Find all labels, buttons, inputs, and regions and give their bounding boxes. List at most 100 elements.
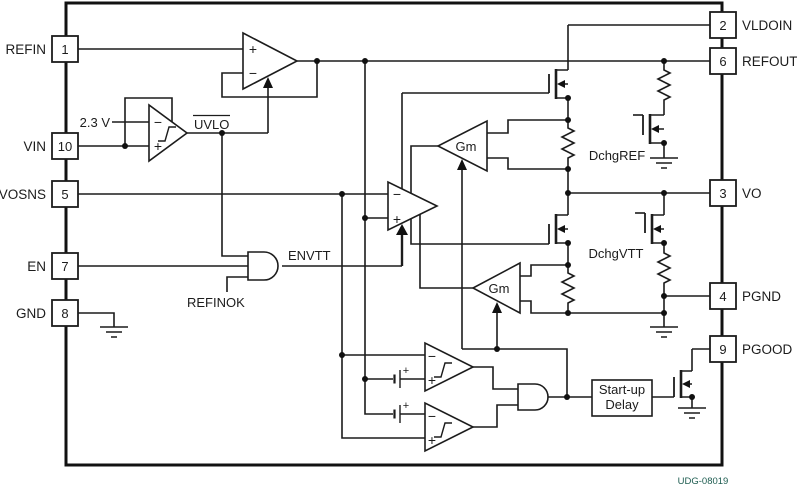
refinok-stub-wire <box>226 276 248 292</box>
pin-box-refin <box>51 35 79 63</box>
pgood-and-gate <box>517 383 549 411</box>
startup-delay-label-line1: Start-up <box>599 382 645 397</box>
pgood-fet <box>673 370 692 398</box>
wires <box>78 24 710 439</box>
uvlo-plus-marker: + <box>154 138 162 154</box>
pin-label-refout: REFOUT <box>742 54 797 69</box>
pin-box-gnd <box>51 299 79 327</box>
lower-comp-plus-marker: + <box>428 432 436 448</box>
vtt-sink-sense-resistor <box>560 269 576 307</box>
pin-number: 10 <box>58 139 72 154</box>
uvlo-minus-marker: − <box>154 114 162 130</box>
buffer-minus-marker: − <box>249 65 257 81</box>
gm-up-enable-arrow-icon <box>457 159 467 170</box>
pgood-comparator-lower <box>424 401 475 453</box>
figure-caption: UDG-08019 <box>678 476 729 486</box>
ic-boundary-box <box>64 1 724 467</box>
vtt-sink-fet <box>548 214 568 244</box>
upper-comp-out-wire <box>473 366 518 390</box>
pin-number: 2 <box>719 18 726 33</box>
upper-comp-plus-marker: + <box>428 372 436 388</box>
junction-dots <box>122 58 695 400</box>
hysteresis-icons <box>158 126 452 438</box>
gnd-symbol-icon <box>678 407 706 419</box>
gm-up-sense-top-wire <box>487 119 568 134</box>
buffer-plus-marker: + <box>249 41 257 57</box>
refinok-label: REFINOK <box>187 295 245 310</box>
ref-column-wire <box>364 61 393 415</box>
dchgvtt-fet <box>635 212 664 244</box>
gnd-symbol-icon <box>650 157 678 169</box>
uvlo-to-and-wire <box>221 133 248 257</box>
envtt-and-gate <box>247 251 279 281</box>
fet-body-arrow-icon <box>653 225 661 233</box>
pin-box-pgnd <box>709 282 737 310</box>
vtt-source-fet <box>548 69 568 99</box>
gnd-symbol-icon <box>650 326 678 338</box>
pin-label-en: EN <box>27 259 46 274</box>
pgood-comparator-upper <box>424 341 475 393</box>
offset-battery-lower: + <box>393 400 409 423</box>
pin-number: 9 <box>719 342 726 357</box>
gnd-symbol-icon <box>100 326 128 338</box>
pins-right: 2 6 3 4 9 VLDOIN REFOUT VO PGND PGOOD <box>709 11 797 363</box>
dchgvtt-resistor <box>656 249 672 287</box>
battery-plus-label: + <box>403 400 409 412</box>
pin-box-vosns <box>51 180 79 208</box>
gm-low-sense-bottom-wire <box>520 300 568 314</box>
offset-battery-upper: + <box>393 365 409 388</box>
hysteresis-icon <box>434 422 452 438</box>
resistors <box>560 66 672 307</box>
pin-box-refout <box>709 47 737 75</box>
pin-label-vin: VIN <box>23 139 46 154</box>
envtt-label: ENVTT <box>288 248 331 263</box>
vtt-source-sense-resistor <box>560 124 576 162</box>
gm-ref-label: Gm <box>456 139 477 154</box>
pin-label-gnd: GND <box>16 306 46 321</box>
startup-delay-label-line2: Delay <box>605 397 639 412</box>
enable-arrows <box>263 77 502 313</box>
gnd-wire <box>78 312 115 327</box>
gm-amplifier-ref <box>436 119 488 173</box>
pins-left: 1 10 5 7 8 REFIN VIN VOSNS EN GND <box>0 35 79 327</box>
pin-number: 6 <box>719 54 726 69</box>
dchgref-fet <box>633 114 664 144</box>
upper-comp-minus-marker: − <box>428 348 436 364</box>
pin-label-vosns: VOSNS <box>0 187 46 202</box>
dchgvtt-label: DchgVTT <box>589 246 644 261</box>
battery-plus-label: + <box>403 365 409 377</box>
buffer-feedback-wire <box>221 61 318 98</box>
pin-number: 8 <box>61 306 68 321</box>
pin-number: 3 <box>719 186 726 201</box>
lower-comp-out-wire <box>473 404 518 428</box>
pin-number: 4 <box>719 289 726 304</box>
gm-vtt-label: Gm <box>489 281 510 296</box>
pin-number: 7 <box>61 259 68 274</box>
pin-number: 5 <box>61 187 68 202</box>
pin-box-vin <box>51 132 79 160</box>
pin-label-refin: REFIN <box>6 42 47 57</box>
error-amp-minus-marker: − <box>393 186 401 202</box>
pin-box-pgood <box>709 335 737 363</box>
pin-number: 1 <box>61 42 68 57</box>
gm-low-sense-top-wire <box>520 264 568 277</box>
amp-to-gm-low-wire <box>419 213 473 289</box>
vosns-column-wire <box>341 194 425 439</box>
dchgref-label: DchgREF <box>589 148 645 163</box>
pin-label-pgood: PGOOD <box>742 342 793 357</box>
fet-body-arrow-icon <box>557 225 565 233</box>
pin-box-vo <box>709 179 737 207</box>
text-labels: 2.3 V UVLO ENVTT REFINOK Gm Gm DchgREF D… <box>80 114 729 486</box>
uvlo-label: UVLO <box>194 117 229 132</box>
fet-body-arrow-icon <box>557 80 565 88</box>
fet-body-arrow-icon <box>651 125 659 133</box>
lower-comp-minus-marker: − <box>428 408 436 424</box>
pin-label-vo: VO <box>742 186 762 201</box>
pin-box-en <box>51 252 79 280</box>
gm-up-sense-bottom-wire <box>487 157 568 170</box>
pin-box-vldoin <box>709 11 737 39</box>
polarity-markers: + − − + − + − + − + <box>154 41 436 448</box>
pin-label-vldoin: VLDOIN <box>742 18 792 33</box>
